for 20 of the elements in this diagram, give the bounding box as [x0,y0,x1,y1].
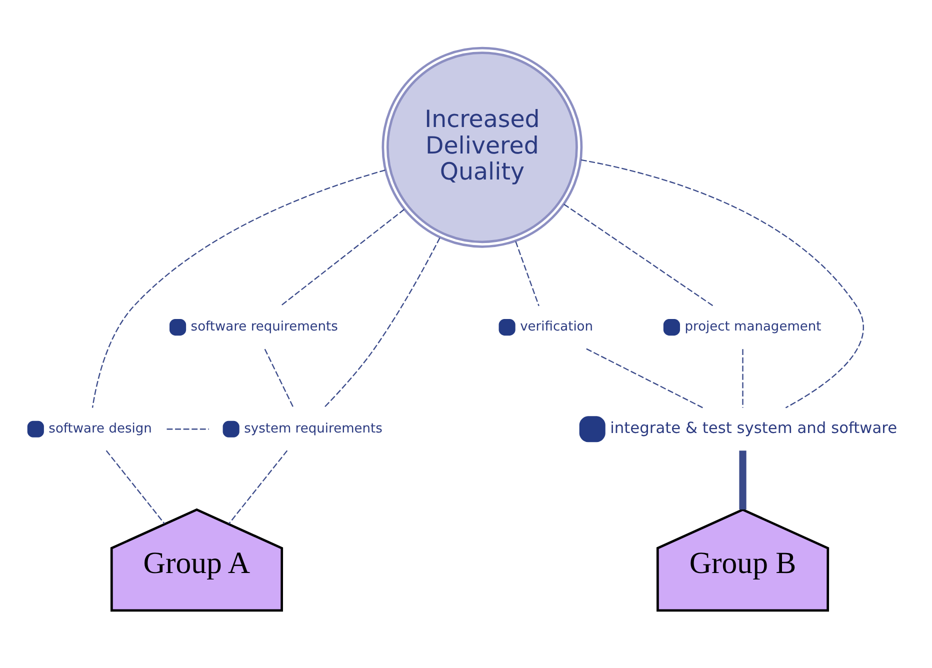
connector [580,158,864,408]
connector [563,203,713,306]
connector [228,450,288,524]
connector [586,348,703,408]
node-label: project management [684,319,821,334]
connector [264,348,294,408]
node-label: software design [48,420,152,436]
connector [91,169,385,408]
node-label: system requirements [244,420,382,436]
connector [280,208,404,306]
connector [105,450,164,524]
connector [738,450,746,509]
node-label: software requirements [190,319,338,334]
node-circle: Increased Delivered Quality [381,46,582,248]
connector [742,348,743,408]
connector [166,428,208,430]
connector [323,237,440,408]
connector [514,240,539,306]
node-label: verification [520,319,593,334]
node-label: integrate & test system and software [610,418,897,437]
